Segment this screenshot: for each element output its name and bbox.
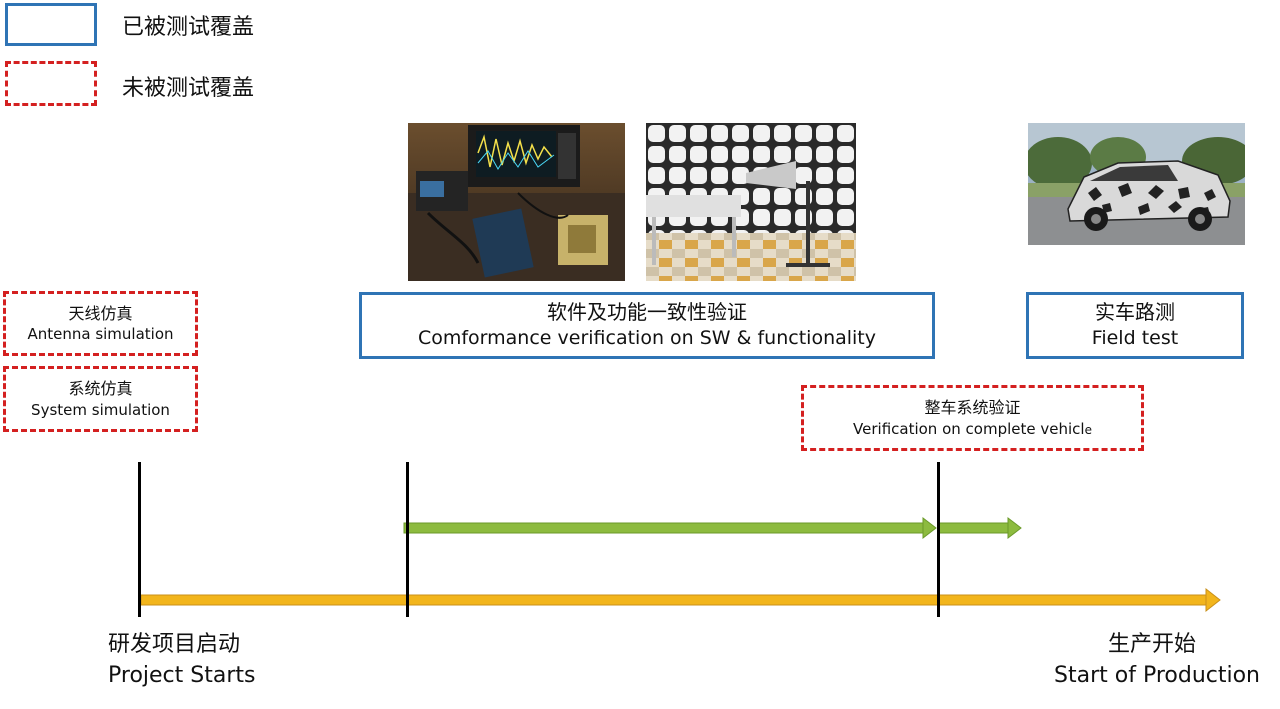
field-test-title-zh: 实车路测	[1095, 300, 1175, 325]
green-arrow-conformance	[403, 516, 937, 540]
green-arrow-vehicle	[937, 516, 1022, 540]
vehicle-verification-title-en-tail: e	[1084, 422, 1092, 437]
milestone-line-project-start	[138, 462, 141, 617]
project-start-label-zh: 研发项目启动	[108, 632, 241, 657]
start-of-production-label-en: Start of Production	[1054, 662, 1260, 688]
system-simulation-box: 系统仿真 System simulation	[3, 366, 198, 432]
legend-not-covered-label: 未被测试覆盖	[122, 76, 255, 101]
milestone-line-vehicle	[937, 462, 940, 617]
yellow-arrow-timeline	[140, 587, 1221, 613]
project-start-label: 研发项目启动 Project Starts	[108, 630, 255, 692]
antenna-simulation-title-zh: 天线仿真	[68, 303, 133, 323]
vehicle-verification-title-en-main: Verification on complete vehicl	[853, 419, 1085, 438]
field-test-box: 实车路测 Field test	[1026, 292, 1244, 359]
conformance-verification-title-zh: 软件及功能一致性验证	[547, 300, 747, 325]
start-of-production-label: 生产开始 Start of Production	[1054, 630, 1260, 692]
antenna-simulation-box: 天线仿真 Antenna simulation	[3, 291, 198, 356]
project-start-label-en: Project Starts	[108, 662, 256, 688]
vehicle-verification-box: 整车系统验证 Verification on complete vehicle	[801, 385, 1144, 451]
antenna-simulation-title-en: Antenna simulation	[27, 325, 174, 344]
lab-bench-photo	[408, 123, 625, 281]
anechoic-chamber-photo	[646, 123, 856, 281]
start-of-production-label-zh: 生产开始	[1108, 632, 1197, 657]
system-simulation-title-en: System simulation	[31, 400, 170, 419]
legend-not-covered-swatch	[5, 61, 97, 106]
field-test-title-en: Field test	[1091, 327, 1179, 350]
legend-covered-swatch	[5, 3, 97, 46]
legend-covered-label: 已被测试覆盖	[122, 15, 255, 40]
vehicle-verification-title-en: Verification on complete vehicle	[853, 419, 1092, 439]
conformance-verification-title-en: Comformance verification on SW & functio…	[417, 327, 877, 350]
milestone-line-conformance	[406, 462, 409, 617]
vehicle-verification-title-zh: 整车系统验证	[924, 398, 1021, 418]
system-simulation-title-zh: 系统仿真	[68, 379, 133, 399]
field-test-vehicle-photo	[1028, 123, 1245, 245]
conformance-verification-box: 软件及功能一致性验证 Comformance verification on S…	[359, 292, 935, 359]
